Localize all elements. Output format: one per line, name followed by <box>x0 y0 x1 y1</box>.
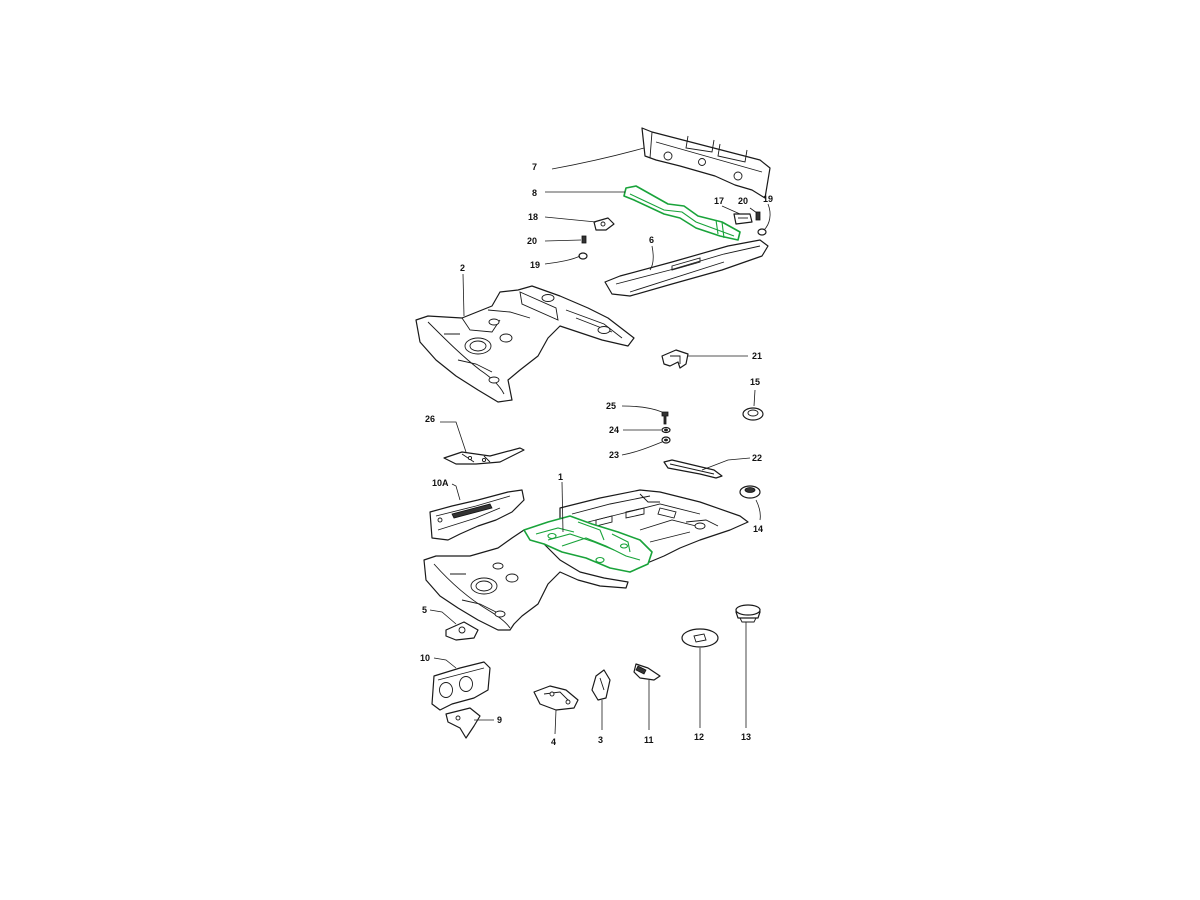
callout-25: 25 <box>606 401 616 411</box>
part-6-sill-rail[interactable] <box>604 239 769 297</box>
part-13-mushroom-plug[interactable] <box>735 604 761 623</box>
part-19-nut-upper[interactable] <box>757 228 767 236</box>
callout-8: 8 <box>532 188 537 198</box>
part-14-plug[interactable] <box>739 485 761 499</box>
part-7-rear-panel[interactable] <box>641 127 771 199</box>
part-20-bolt-upper[interactable] <box>755 211 761 221</box>
part-9-triangular-gusset[interactable] <box>445 707 481 739</box>
callout-13: 13 <box>741 732 751 742</box>
part-15-grommet[interactable] <box>742 407 764 421</box>
callout-11: 11 <box>644 735 654 745</box>
part-1-floor-assembly[interactable] <box>423 489 749 631</box>
callout-2: 2 <box>460 263 465 273</box>
part-24-washer[interactable] <box>661 426 671 434</box>
callout-6: 6 <box>649 235 654 245</box>
part-4-mounting-bracket[interactable] <box>533 685 579 711</box>
callout-21: 21 <box>752 351 762 361</box>
callout-7: 7 <box>532 162 537 172</box>
callout-1: 1 <box>558 472 563 482</box>
part-3-angle-bracket[interactable] <box>591 669 611 701</box>
callout-24: 24 <box>609 425 619 435</box>
callout-5: 5 <box>422 605 427 615</box>
part-21-bracket[interactable] <box>661 349 689 369</box>
part-23-nut[interactable] <box>661 436 671 444</box>
callout-20-upper: 20 <box>738 196 748 206</box>
callout-9: 9 <box>497 715 502 725</box>
callout-3: 3 <box>598 735 603 745</box>
part-19-nut-lower[interactable] <box>578 252 588 260</box>
part-10a-side-panel[interactable] <box>429 489 525 541</box>
part-26-gusset[interactable] <box>443 447 525 465</box>
callout-20-lower: 20 <box>527 236 537 246</box>
part-10-panel-with-holes[interactable] <box>431 661 491 711</box>
part-17-plate[interactable] <box>733 213 753 225</box>
callout-14: 14 <box>753 524 763 534</box>
callout-19-upper: 19 <box>763 194 773 204</box>
callout-18: 18 <box>528 212 538 222</box>
callout-10: 10 <box>420 653 430 663</box>
callout-10a: 10A <box>432 478 449 488</box>
callout-26: 26 <box>425 414 435 424</box>
callout-17: 17 <box>714 196 724 206</box>
callout-12: 12 <box>694 732 704 742</box>
part-25-bolt[interactable] <box>661 411 669 425</box>
part-12-round-cover[interactable] <box>681 628 719 648</box>
part-18-bracket-plate[interactable] <box>593 217 615 231</box>
part-22-strip-bracket[interactable] <box>663 459 723 479</box>
part-20-bolt-lower[interactable] <box>581 235 587 244</box>
part-8-cross-member-highlighted[interactable] <box>623 185 741 241</box>
callout-23: 23 <box>609 450 619 460</box>
callout-22: 22 <box>752 453 762 463</box>
callout-15: 15 <box>750 377 760 387</box>
callout-4: 4 <box>551 737 556 747</box>
part-5-plate[interactable] <box>445 621 479 641</box>
part-11-wedge-bracket[interactable] <box>633 663 661 681</box>
part-2-front-floor-pan[interactable] <box>415 285 635 403</box>
callout-19-lower: 19 <box>530 260 540 270</box>
